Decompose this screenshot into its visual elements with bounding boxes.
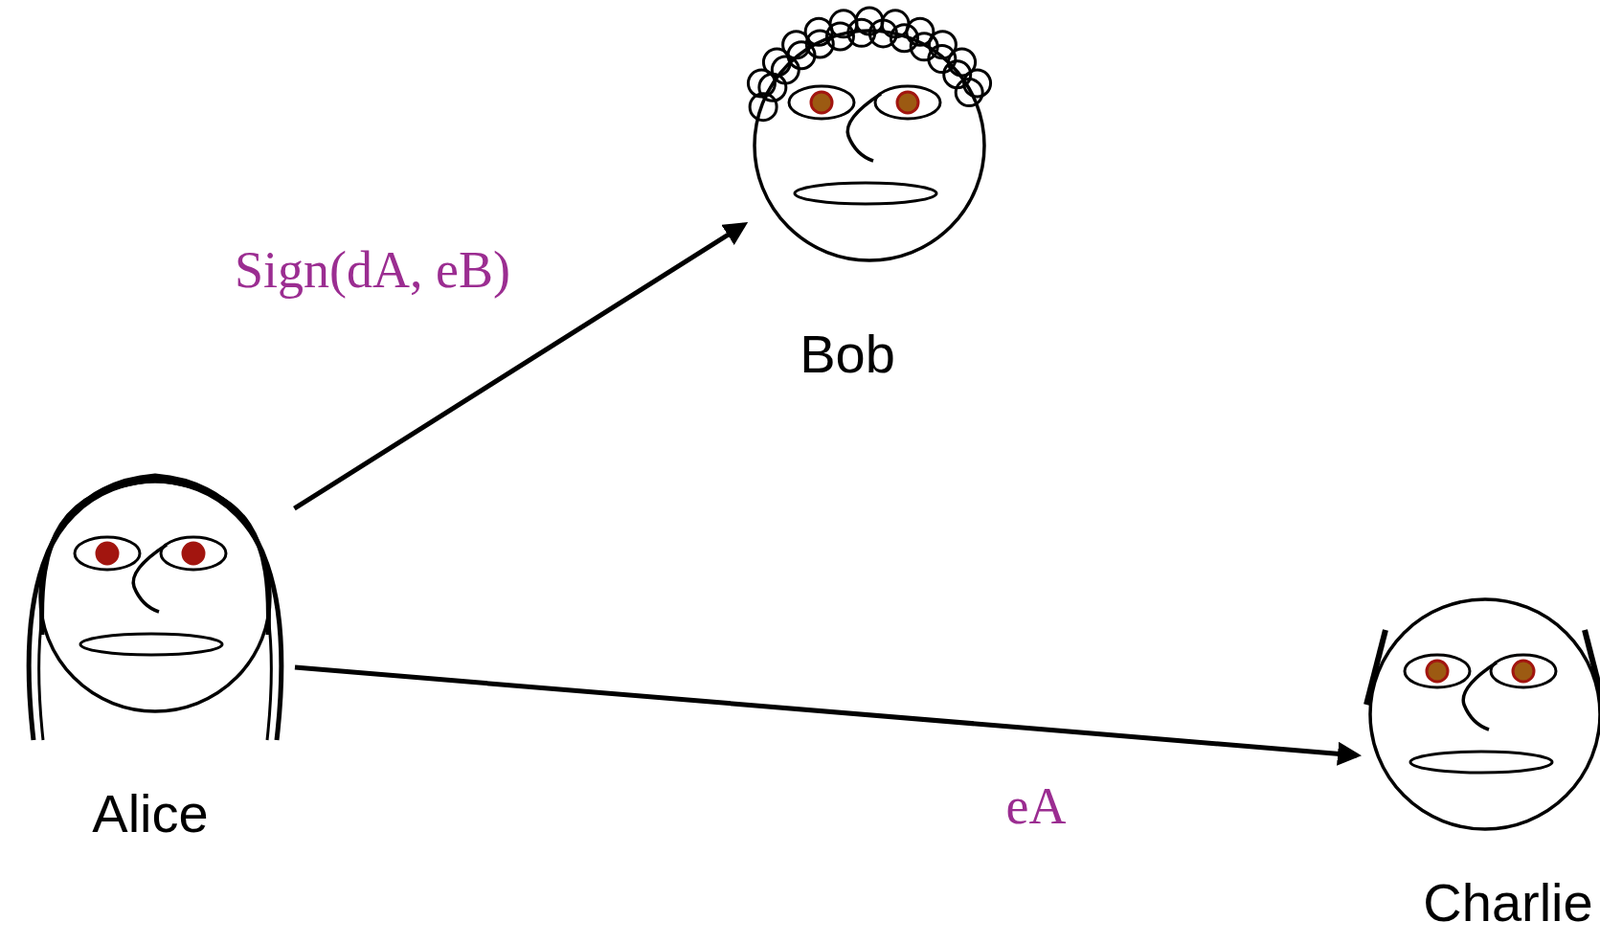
eye <box>160 537 226 570</box>
eye <box>1490 654 1556 688</box>
mouth <box>1410 751 1553 773</box>
face-illustration <box>11 452 299 741</box>
pupil <box>811 91 833 113</box>
face-illustration <box>725 1 1014 290</box>
person-node: Bob <box>748 3 991 385</box>
eye <box>1404 654 1470 688</box>
edge-label: eA <box>1006 776 1067 836</box>
eye <box>875 86 941 119</box>
person-node: Charlie <box>1362 595 1600 934</box>
person-name: Alice <box>91 783 208 845</box>
face-outline <box>40 481 271 712</box>
face-illustration <box>1341 570 1600 858</box>
eye <box>74 537 140 570</box>
face-outline <box>1370 599 1600 830</box>
nose <box>847 93 881 161</box>
hair <box>1366 630 1386 705</box>
arrow-connector <box>294 667 1357 756</box>
hair-curl <box>964 69 992 97</box>
person-name: Bob <box>799 323 896 385</box>
hair <box>1584 630 1600 705</box>
hair-curl <box>805 18 833 46</box>
mouth <box>80 633 223 655</box>
pupil <box>96 542 118 564</box>
hair-curl <box>830 10 857 38</box>
mouth <box>794 182 937 204</box>
nose <box>1463 662 1497 730</box>
nose <box>133 544 167 612</box>
hair-curl <box>856 7 883 35</box>
pupil <box>897 91 919 113</box>
person-node: Alice <box>19 472 292 845</box>
hair <box>39 482 272 741</box>
edge-label: Sign(dA, eB) <box>234 240 511 300</box>
hair-curl <box>881 10 909 38</box>
pupil <box>182 542 204 564</box>
hair <box>42 479 270 635</box>
pupil <box>1512 660 1534 682</box>
person-name: Charlie <box>1422 872 1593 934</box>
hair-curl <box>771 56 799 84</box>
pupil <box>1426 660 1448 682</box>
face-outline <box>754 30 985 261</box>
eye <box>788 86 855 119</box>
hair <box>28 475 282 741</box>
